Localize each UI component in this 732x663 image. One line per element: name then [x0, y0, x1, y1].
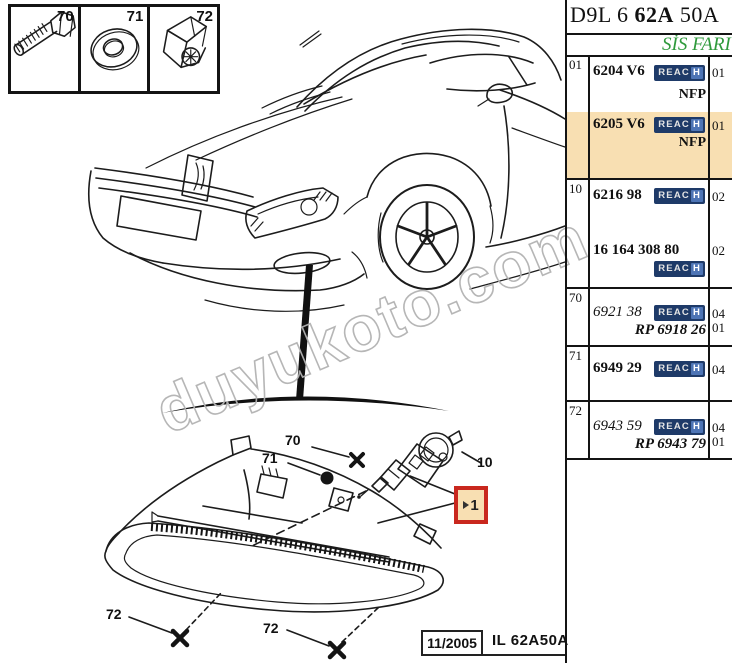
- ref-number: 71: [569, 348, 582, 363]
- part-number[interactable]: 6943 59: [593, 418, 642, 434]
- legend-number-72: 72: [196, 8, 214, 25]
- part-note: NFP: [678, 87, 706, 102]
- legend-number-71: 71: [126, 8, 144, 25]
- quantity: 01: [712, 118, 725, 133]
- legend-number-70: 70: [56, 8, 74, 25]
- ref-number: 01: [569, 57, 582, 72]
- reach-text: REAC: [658, 307, 690, 318]
- reach-h-tile: H: [690, 67, 703, 79]
- reach-h-tile: H: [690, 421, 703, 433]
- reach-text: REAC: [658, 363, 690, 374]
- legend-item-71: 71: [81, 7, 151, 91]
- reach-text: REAC: [658, 190, 690, 201]
- revision-date: 11/2005: [427, 635, 477, 651]
- fastener-legend: 70 71 72: [8, 4, 220, 94]
- plate-code: IL 62A50A: [492, 632, 569, 649]
- callout-70: 70: [285, 432, 301, 448]
- catalog-title: D9L 6 62A 50A: [570, 2, 719, 28]
- reach-text: REAC: [658, 67, 690, 78]
- fog-lamp-illustration: [104, 435, 444, 613]
- ref-number: 10: [569, 181, 582, 196]
- row-divider: [565, 178, 732, 180]
- reach-h-tile: H: [690, 263, 703, 275]
- reach-h-tile: H: [690, 363, 703, 375]
- row-divider: [565, 287, 732, 289]
- legend-item-72: 72: [150, 7, 217, 91]
- replacement-part[interactable]: RP 6943 79: [634, 436, 706, 452]
- dot-marker-71: [320, 471, 334, 485]
- title-divider: [565, 33, 732, 35]
- table-bottom-border: [565, 458, 732, 460]
- revision-date-box: 11/2005: [421, 630, 483, 654]
- bolt-icon: [13, 11, 76, 56]
- clip-dashed-line-left: [185, 592, 222, 631]
- part-number[interactable]: 6921 38: [593, 304, 642, 320]
- reach-h-tile: H: [690, 307, 703, 319]
- bulb-illustration: [357, 430, 463, 499]
- title-subsection: 50A: [673, 2, 720, 27]
- pointer-line: [296, 265, 313, 400]
- parts-diagram-illustration: [87, 28, 566, 660]
- quantity: 01: [712, 434, 725, 449]
- ref-number: 70: [569, 290, 582, 305]
- reach-text: REAC: [658, 119, 690, 130]
- quantity: 02: [712, 243, 725, 258]
- quantity: 04: [712, 362, 725, 377]
- callout-leader-lines: [128, 446, 482, 647]
- title-family: D9L 6: [570, 2, 635, 27]
- quantity: 02: [712, 189, 725, 204]
- part-note: NFP: [678, 135, 706, 150]
- callout-71: 71: [262, 450, 278, 466]
- x-marker-70: [349, 452, 365, 468]
- arrow-right-icon: [463, 501, 470, 509]
- callout-72-left: 72: [106, 606, 122, 622]
- row-divider: [565, 345, 732, 347]
- part-number[interactable]: 16 164 308 80: [593, 242, 680, 258]
- title-section: 62A: [634, 2, 674, 27]
- qty-column-border: [708, 55, 710, 458]
- callout-1-label: 1: [470, 496, 479, 514]
- part-number[interactable]: 6949 29: [593, 360, 642, 376]
- magnifier-arc: [162, 396, 449, 413]
- reach-h-tile: H: [690, 119, 703, 131]
- callout-10: 10: [477, 454, 493, 470]
- bulb-axis-dashed-line: [251, 490, 367, 547]
- part-number[interactable]: 6216 98: [593, 187, 642, 203]
- reach-text: REAC: [658, 263, 690, 274]
- highlighted-part-callout-1[interactable]: 1: [454, 486, 488, 524]
- part-number-highlighted[interactable]: 6205 V6: [593, 116, 645, 132]
- part-number[interactable]: 6204 V6: [593, 63, 645, 79]
- legend-item-70: 70: [11, 7, 81, 91]
- clip-dashed-line-right: [341, 606, 380, 643]
- x-marker-72b: [327, 640, 347, 660]
- table-top-border: [565, 55, 732, 57]
- replacement-part[interactable]: RP 6918 26: [634, 322, 706, 338]
- clip-icon: [163, 16, 208, 69]
- row-divider: [565, 400, 732, 402]
- quantity: 01: [712, 65, 725, 80]
- footer-underline: [421, 654, 566, 656]
- ref-number: 72: [569, 403, 582, 418]
- reach-text: REAC: [658, 421, 690, 432]
- car-illustration: [87, 28, 566, 312]
- washer-icon: [90, 28, 140, 71]
- callout-72-right: 72: [263, 620, 279, 636]
- x-marker-72a: [170, 628, 190, 648]
- quantity: 01: [712, 320, 725, 335]
- ref-column-border: [588, 55, 590, 458]
- panel-left-border: [565, 0, 567, 663]
- quantity: 04: [712, 306, 725, 321]
- section-subtitle: SİS FARI: [662, 34, 731, 55]
- reach-h-tile: H: [690, 190, 703, 202]
- quantity: 04: [712, 420, 725, 435]
